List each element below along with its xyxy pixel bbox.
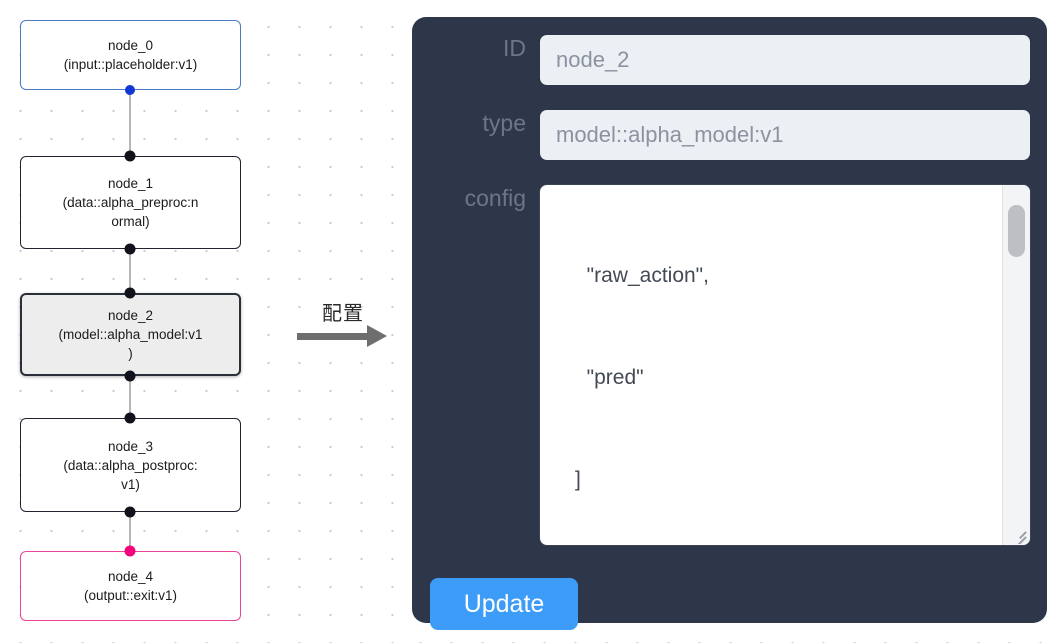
id-input[interactable] (540, 35, 1030, 85)
edge-node2-node3 (129, 376, 132, 418)
config-line: ] (540, 468, 581, 491)
edge-node0-node1 (129, 90, 132, 156)
node-inspector-panel: ID type config "raw_action", "pred" ] },… (412, 17, 1047, 623)
node-subtitle-1: (data::alpha_preproc:n (62, 195, 199, 210)
config-textarea[interactable]: "raw_action", "pred" ] }, "trace": { "sc… (540, 185, 1030, 545)
graph-node-node_3[interactable]: node_3 (data::alpha_postproc: v1) (20, 418, 241, 512)
graph-node-node_4[interactable]: node_4 (output::exit:v1) (20, 551, 241, 621)
edge-node3-node4 (129, 512, 132, 551)
node-title: node_0 (107, 38, 154, 53)
config-line: "raw_action", (540, 264, 709, 287)
id-label: ID (503, 35, 526, 61)
configure-arrow-label: 配置 (322, 301, 364, 325)
node0-output-handle[interactable] (125, 85, 135, 95)
config-scrollbar-thumb[interactable] (1008, 205, 1025, 257)
graph-node-node_2[interactable]: node_2 (model::alpha_model:v1 ) (20, 293, 241, 376)
node-title: node_4 (107, 569, 154, 584)
node-title: node_2 (107, 308, 154, 323)
node2-input-handle[interactable] (124, 287, 136, 299)
node-title: node_3 (107, 438, 154, 454)
node-subtitle-1: (data::alpha_postproc: (63, 457, 198, 473)
node-subtitle-2: ) (128, 346, 133, 361)
config-line: "pred" (540, 366, 644, 389)
resize-handle-icon[interactable] (1003, 518, 1029, 544)
node3-input-handle[interactable] (124, 412, 136, 424)
node-subtitle-2: v1) (121, 476, 140, 492)
type-row: type (430, 110, 1030, 160)
arrow-head-icon (367, 325, 387, 347)
arrow-shaft-icon (297, 333, 369, 340)
config-label: config (464, 185, 526, 211)
type-input[interactable] (540, 110, 1030, 160)
id-row: ID (430, 35, 1030, 85)
config-scrollbar[interactable] (1002, 185, 1030, 545)
node-title: node_1 (107, 176, 154, 191)
config-text-content[interactable]: "raw_action", "pred" ] }, "trace": { "sc… (540, 185, 1002, 545)
graph-node-node_0[interactable]: node_0 (input::placeholder:v1) (20, 20, 241, 90)
node2-output-handle[interactable] (124, 370, 136, 382)
node-subtitle: (output::exit:v1) (83, 588, 178, 603)
node-subtitle-1: (model::alpha_model:v1 (58, 327, 203, 342)
type-label: type (482, 110, 526, 136)
node-subtitle: (input::placeholder:v1) (63, 57, 198, 72)
node4-input-handle[interactable] (124, 545, 136, 557)
config-row: config "raw_action", "pred" ] }, "trace"… (430, 185, 1030, 545)
graph-node-node_1[interactable]: node_1 (data::alpha_preproc:n ormal) (20, 156, 241, 249)
node-subtitle-2: ormal) (111, 214, 150, 229)
update-button[interactable]: Update (430, 578, 578, 630)
node3-output-handle[interactable] (124, 506, 136, 518)
node1-output-handle[interactable] (124, 243, 136, 255)
edge-node1-node2 (129, 249, 132, 293)
configure-arrow-group: 配置 (297, 297, 389, 357)
node1-input-handle[interactable] (124, 150, 136, 162)
